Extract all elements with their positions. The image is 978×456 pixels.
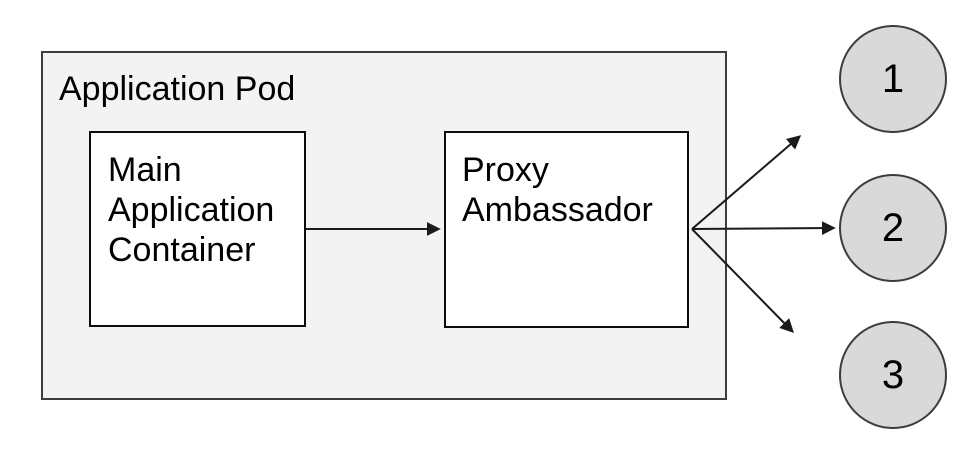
endpoint-circle-2-label: 2 [881, 205, 905, 250]
endpoint-circle-1: 1 [839, 25, 947, 133]
endpoint-circle-3-label: 3 [881, 352, 905, 397]
endpoint-circle-2: 2 [839, 174, 947, 282]
node-proxy-ambassador-label: Proxy Ambassador [462, 151, 653, 229]
application-pod-label: Application Pod [59, 70, 296, 108]
node-main-application-container: Main Application Container [89, 131, 306, 327]
node-proxy-ambassador: Proxy Ambassador [444, 131, 689, 328]
endpoint-circle-3: 3 [839, 321, 947, 429]
endpoint-circle-1-label: 1 [881, 56, 905, 101]
node-main-application-container-label: Main Application Container [108, 151, 275, 269]
